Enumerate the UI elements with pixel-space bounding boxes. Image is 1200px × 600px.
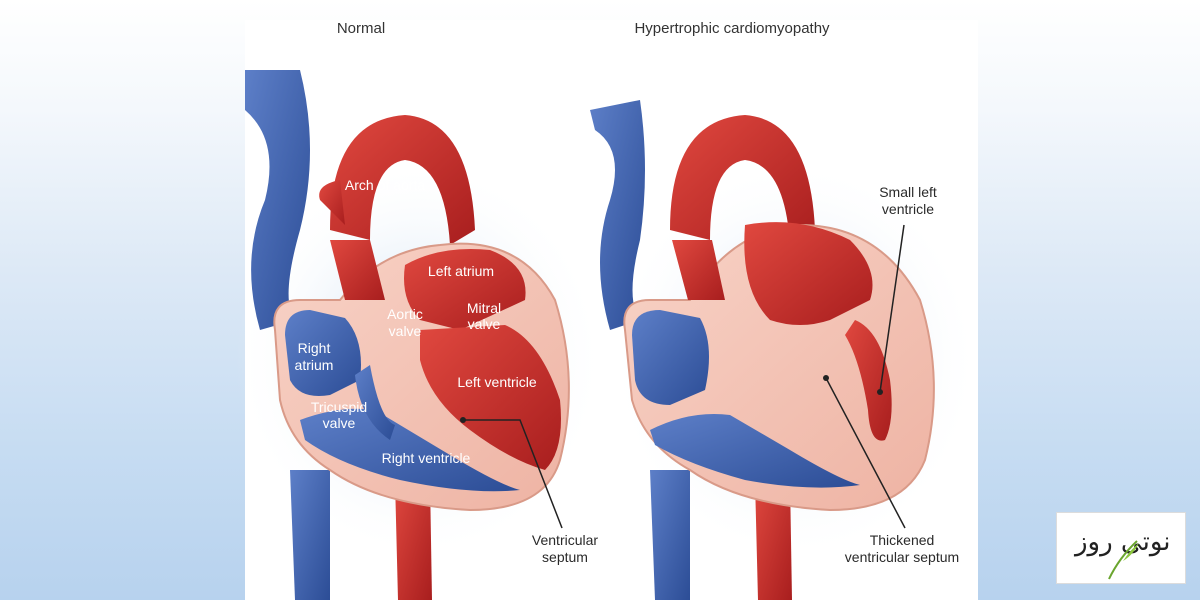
hcm-small-left-ventricle bbox=[845, 320, 892, 441]
hcm-aortic-arch bbox=[670, 115, 815, 245]
label-mitral-valve-2: valve bbox=[468, 316, 501, 332]
hcm-aortic-column bbox=[672, 240, 725, 300]
hcm-right-atrium bbox=[632, 310, 709, 405]
normal-right-ventricle bbox=[300, 408, 520, 492]
normal-aortic-column bbox=[330, 240, 385, 300]
label-tricuspid-valve-2: valve bbox=[323, 415, 356, 431]
label-thickened-septum-2: ventricular septum bbox=[845, 549, 959, 565]
logo-text: نوتی روز bbox=[1075, 527, 1171, 557]
hcm-descending-aorta bbox=[755, 480, 792, 600]
normal-inferior-vena-cava bbox=[290, 470, 330, 600]
normal-septum-leader-line bbox=[463, 419, 563, 529]
hcm-superior-vena-cava bbox=[590, 100, 645, 330]
label-right-atrium-2: atrium bbox=[295, 357, 334, 373]
label-small-left-ventricle-2: ventricle bbox=[882, 201, 934, 217]
hcm-septum-leader-line bbox=[825, 377, 906, 529]
leaf-icon bbox=[1108, 540, 1139, 580]
label-small-left-ventricle-1: Small left bbox=[879, 184, 937, 200]
label-aortic-valve-1: Aortic bbox=[387, 306, 423, 322]
normal-descending-aorta bbox=[395, 480, 432, 600]
label-thickened-septum-1: Thickened bbox=[870, 532, 935, 548]
hcm-right-ventricle bbox=[650, 414, 860, 488]
label-arch-of-aorta: Arch of aorta bbox=[345, 177, 425, 193]
label-ventricular-septum-2: septum bbox=[542, 549, 588, 565]
site-logo: نوتی روز bbox=[1056, 512, 1186, 584]
label-right-ventricle: Right ventricle bbox=[382, 450, 471, 466]
hcm-left-atrium bbox=[744, 222, 873, 325]
normal-aortic-arch bbox=[330, 115, 475, 245]
label-right-atrium-1: Right bbox=[298, 340, 331, 356]
normal-right-atrium bbox=[285, 310, 361, 396]
normal-heart bbox=[235, 70, 605, 600]
hcm-lv-leader-line bbox=[879, 224, 905, 393]
label-mitral-valve-1: Mitral bbox=[467, 300, 501, 316]
label-left-ventricle: Left ventricle bbox=[457, 374, 537, 390]
label-ventricular-septum-1: Ventricular bbox=[532, 532, 598, 548]
label-aortic-valve-2: valve bbox=[389, 323, 422, 339]
hcm-heart bbox=[590, 100, 980, 600]
normal-tricuspid-valve bbox=[355, 365, 395, 440]
normal-superior-vena-cava bbox=[245, 70, 310, 330]
label-tricuspid-valve-1: Tricuspid bbox=[311, 399, 367, 415]
hcm-title: Hypertrophic cardiomyopathy bbox=[634, 20, 830, 37]
label-left-atrium: Left atrium bbox=[428, 263, 494, 279]
normal-title: Normal bbox=[337, 20, 385, 37]
normal-aorta-root bbox=[319, 180, 345, 225]
normal-left-atrium bbox=[404, 249, 526, 330]
hcm-inferior-vena-cava bbox=[650, 470, 690, 600]
